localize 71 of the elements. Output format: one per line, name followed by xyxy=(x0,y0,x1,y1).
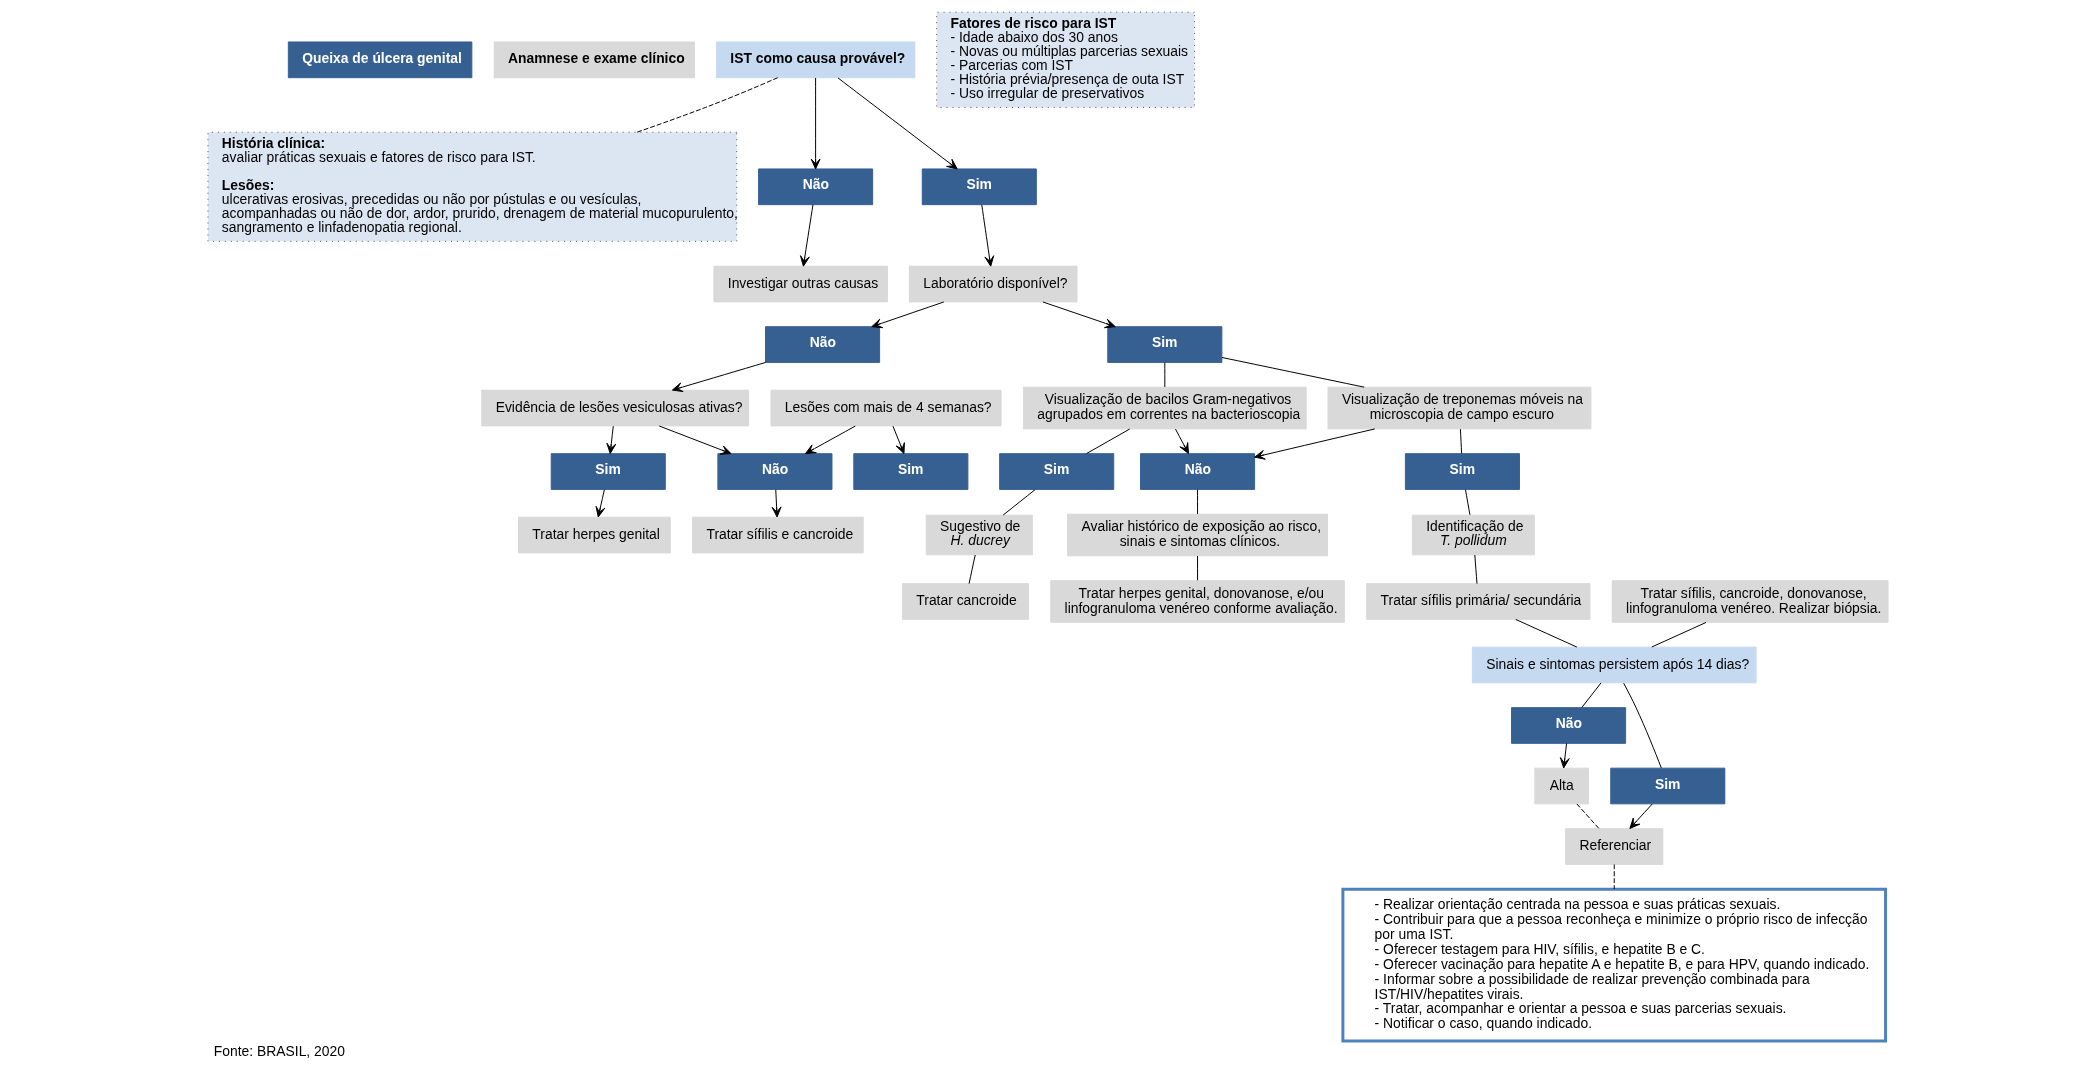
connector xyxy=(636,77,779,133)
node-box: Sugestivo de H. ducrey xyxy=(925,514,1033,556)
connector xyxy=(1623,682,1662,769)
node-box: IST como causa provável? xyxy=(715,41,916,79)
node-box: Tratar herpes genital, donovanose, e/ou linfogranuloma venéreo conforme avaliação. xyxy=(1050,580,1345,623)
node-box: Não xyxy=(717,453,833,490)
node-box: Laboratório disponível? xyxy=(908,265,1078,303)
connector xyxy=(968,554,976,585)
node-box: Anamnese e exame clínico xyxy=(493,41,696,79)
arrow xyxy=(871,301,945,329)
connector xyxy=(1581,682,1602,708)
node-box: Sim xyxy=(1610,767,1726,805)
connector xyxy=(1515,618,1578,648)
arrow xyxy=(837,77,958,170)
node-box: Investigar outras causas xyxy=(713,265,889,303)
arrow xyxy=(606,425,617,454)
connector xyxy=(1651,621,1707,648)
arrow xyxy=(981,204,995,267)
arrow xyxy=(1175,428,1189,454)
node-box: Lesões com mais de 4 semanas? xyxy=(770,389,1002,427)
node-box: Alta xyxy=(1534,767,1589,805)
node-box: Sim xyxy=(1404,453,1520,490)
arrow xyxy=(1559,742,1570,769)
node-box: Não xyxy=(765,326,881,363)
node-box: Evidência de lesões vesiculosas ativas? xyxy=(481,389,750,427)
node-box: História clínica: avaliar práticas sexuais e fatores de risco para IST. Lesões: ulcerativas erosivas, precedidas ou não por pústulas e ou vesículas, acompanhadas ou não de dor, ardor, prurido, drenagem de material mucopurulento, sangramento e linfadenopatia regional. xyxy=(207,131,738,242)
arrow xyxy=(800,204,814,267)
node-box: Tratar cancroide xyxy=(901,583,1029,620)
connector xyxy=(1221,356,1365,388)
arrow xyxy=(892,425,905,454)
connector xyxy=(1164,362,1166,388)
node-box: - Realizar orientação centrada na pessoa e suas práticas sexuais. - Contribuir para que a pessoa reconheça e minimize o próprio risco de infecção por uma IST. - Oferecer testagem para HIV, sífilis, e hepatite B e C. - Oferecer vacinação para hepatite A e hepatite B, e para HPV, quando indicado. - Informar sobre a possibilidade de realizar prevenção combinada para IST/HIV/hepatites virais. - Tratar, acompanhar e orientar a pessoa e suas parcerias sexuais. - Notificar o caso, quando indicado. xyxy=(1341,887,1888,1043)
arrow xyxy=(671,361,767,393)
node-box: Não xyxy=(758,168,874,206)
node-box: Avaliar histórico de exposição ao risco, sinais e sintomas clínicos. xyxy=(1067,513,1328,557)
node-box: Tratar sífilis e cancroide xyxy=(692,516,864,554)
arrow xyxy=(771,489,782,518)
arrow xyxy=(595,489,606,518)
node-box: Visualização de bacilos Gram-negativos agrupados em correntes na bacterioscopia xyxy=(1022,386,1307,430)
arrow xyxy=(805,425,856,455)
caption: Fonte: BRASIL, 2020 xyxy=(213,1043,345,1060)
arrow xyxy=(658,425,732,455)
node-box: Não xyxy=(1511,707,1627,744)
node-box: Fatores de risco para IST - Idade abaixo dos 30 anos - Novas ou múltiplas parcerias sexuais - Parcerias com IST - História prévia/presença de outa IST - Uso irregular de preservativos xyxy=(936,11,1196,108)
arrow xyxy=(1629,803,1653,829)
node-box: Sim xyxy=(853,453,969,490)
node-box: Sinais e sintomas persistem após 14 dias? xyxy=(1471,646,1757,684)
node-box: Referenciar xyxy=(1565,828,1664,865)
connector xyxy=(1086,428,1131,455)
connector xyxy=(1474,554,1478,585)
node-box: Sim xyxy=(1107,326,1223,363)
connector xyxy=(1002,489,1036,516)
connector xyxy=(1197,489,1199,515)
connector xyxy=(1613,864,1615,890)
connector xyxy=(1459,428,1463,454)
connector xyxy=(1464,489,1471,516)
arrow xyxy=(1254,428,1376,460)
node-box: Queixa de úlcera genital xyxy=(287,41,473,79)
node-box: Tratar sífilis, cancroide, donovanose, linfogranuloma venéreo. Realizar biópsia. xyxy=(1611,580,1889,623)
node-box: Não xyxy=(1140,453,1256,490)
node-box: Identificação de T. pollidum xyxy=(1411,514,1535,556)
node-box: Tratar herpes genital xyxy=(518,516,671,554)
node-box: Sim xyxy=(999,453,1115,490)
arrow xyxy=(1042,301,1116,329)
node-box: Visualização de treponemas móveis na microscopia de campo escuro xyxy=(1327,386,1592,430)
node-box: Sim xyxy=(921,168,1037,206)
arrow xyxy=(810,77,821,170)
node-box: Sim xyxy=(550,453,666,490)
connector xyxy=(1576,803,1600,829)
connector xyxy=(1197,555,1199,581)
node-box: Tratar sífilis primária/ secundária xyxy=(1366,583,1591,620)
